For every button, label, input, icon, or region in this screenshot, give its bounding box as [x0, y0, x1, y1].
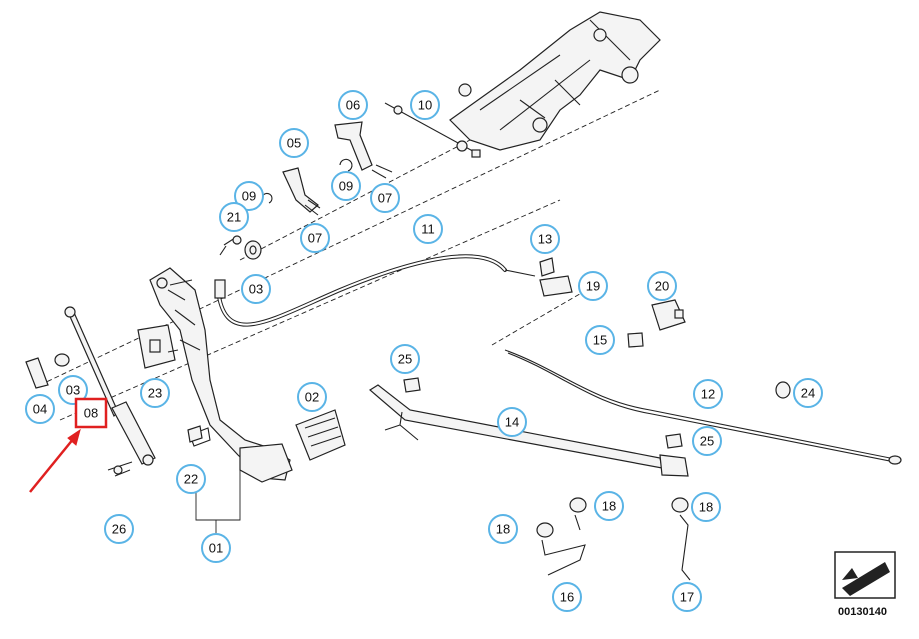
push-rod — [384, 102, 481, 158]
leaders — [195, 470, 241, 533]
callout-label: 19 — [586, 279, 600, 294]
callout-09[interactable]: 09 — [234, 181, 264, 211]
callout-14[interactable]: 14 — [497, 407, 527, 437]
callout-11[interactable]: 11 — [413, 214, 443, 244]
bracket-05 — [261, 167, 321, 216]
callout-19[interactable]: 19 — [578, 271, 608, 301]
bracket-17 — [671, 497, 691, 581]
callout-label: 25 — [700, 434, 714, 449]
callout-label: 07 — [378, 191, 392, 206]
clip-26 — [107, 461, 133, 477]
callout-label: 06 — [346, 98, 360, 113]
callout-05[interactable]: 05 — [279, 128, 309, 158]
nut-25-upper — [403, 377, 421, 393]
callout-20[interactable]: 20 — [647, 271, 677, 301]
pedal-bracket — [449, 11, 661, 151]
callout-label: 08 — [84, 406, 98, 421]
callout-label: 01 — [209, 541, 223, 556]
callout-08[interactable]: 08 — [74, 397, 108, 429]
bolt-22 — [187, 425, 203, 443]
callout-07[interactable]: 07 — [370, 183, 400, 213]
callout-22[interactable]: 22 — [176, 464, 206, 494]
callout-03[interactable]: 03 — [58, 375, 88, 405]
callout-24[interactable]: 24 — [793, 378, 823, 408]
handbrake-lever — [368, 384, 689, 477]
callout-07[interactable]: 07 — [300, 223, 330, 253]
cable-12 — [504, 349, 902, 465]
callout-17[interactable]: 17 — [672, 582, 702, 612]
callout-label: 14 — [505, 415, 519, 430]
callout-18[interactable]: 18 — [488, 514, 518, 544]
callout-09[interactable]: 09 — [331, 171, 361, 201]
callout-label: 25 — [398, 352, 412, 367]
callout-layer: 01 02 03 03 04 05 06 07 07 08 09 09 10 11 12 13 14 15 16 17… — [25, 90, 823, 612]
callout-13[interactable]: 13 — [530, 224, 560, 254]
callout-label: 18 — [496, 522, 510, 537]
callout-02[interactable]: 02 — [297, 382, 327, 412]
callout-12[interactable]: 12 — [693, 379, 723, 409]
callout-18[interactable]: 18 — [594, 491, 624, 521]
callout-10[interactable]: 10 — [410, 90, 440, 120]
callout-label: 22 — [184, 472, 198, 487]
callout-label: 13 — [538, 232, 552, 247]
callout-label: 04 — [33, 402, 47, 417]
callout-label: 23 — [148, 386, 162, 401]
brake-light-switch — [137, 324, 179, 369]
callout-label: 03 — [249, 282, 263, 297]
brake-pedal — [149, 267, 293, 483]
callout-label: 10 — [418, 98, 432, 113]
callout-label: 12 — [701, 387, 715, 402]
bracket-06 — [334, 121, 393, 179]
callout-01[interactable]: 01 — [201, 533, 231, 563]
callout-label: 18 — [699, 500, 713, 515]
callout-label: 20 — [655, 279, 669, 294]
callout-label: 16 — [560, 590, 574, 605]
bushing-03-upper — [219, 235, 262, 260]
callout-label: 24 — [801, 386, 815, 401]
callout-04[interactable]: 04 — [25, 394, 55, 424]
bracket-13 — [539, 257, 555, 277]
callout-label: 05 — [287, 136, 301, 151]
callout-16[interactable]: 16 — [552, 582, 582, 612]
red-arrow-icon — [29, 428, 81, 493]
callout-label: 17 — [680, 590, 694, 605]
callout-26[interactable]: 26 — [104, 514, 134, 544]
callout-label: 11 — [421, 222, 435, 237]
diagram-number: 00130140 — [838, 606, 887, 618]
nut-25-lower — [665, 433, 683, 449]
bracket-16 — [536, 497, 587, 576]
callout-06[interactable]: 06 — [338, 90, 368, 120]
connector-19 — [539, 275, 573, 297]
callout-label: 09 — [339, 179, 353, 194]
callout-03[interactable]: 03 — [241, 274, 271, 304]
callout-label: 21 — [227, 210, 241, 225]
sensor-20 — [651, 299, 686, 331]
pedal-pad — [295, 409, 346, 461]
callout-label: 26 — [112, 522, 126, 537]
nut-15 — [627, 332, 644, 348]
direction-arrow-icon — [834, 551, 896, 599]
cable-11 — [214, 254, 536, 327]
callout-21[interactable]: 21 — [219, 202, 249, 232]
grommet-24 — [775, 381, 791, 399]
callout-25[interactable]: 25 — [692, 426, 722, 456]
bracket-04 — [25, 353, 70, 389]
callout-23[interactable]: 23 — [140, 378, 170, 408]
callout-label: 03 — [66, 383, 80, 398]
callout-18[interactable]: 18 — [691, 492, 721, 522]
callout-15[interactable]: 15 — [585, 325, 615, 355]
callout-label: 18 — [602, 499, 616, 514]
callout-label: 02 — [305, 390, 319, 405]
callout-label: 07 — [308, 231, 322, 246]
callout-25[interactable]: 25 — [390, 344, 420, 374]
callout-label: 09 — [242, 189, 256, 204]
callout-label: 15 — [593, 333, 607, 348]
gas-strut — [64, 306, 156, 466]
